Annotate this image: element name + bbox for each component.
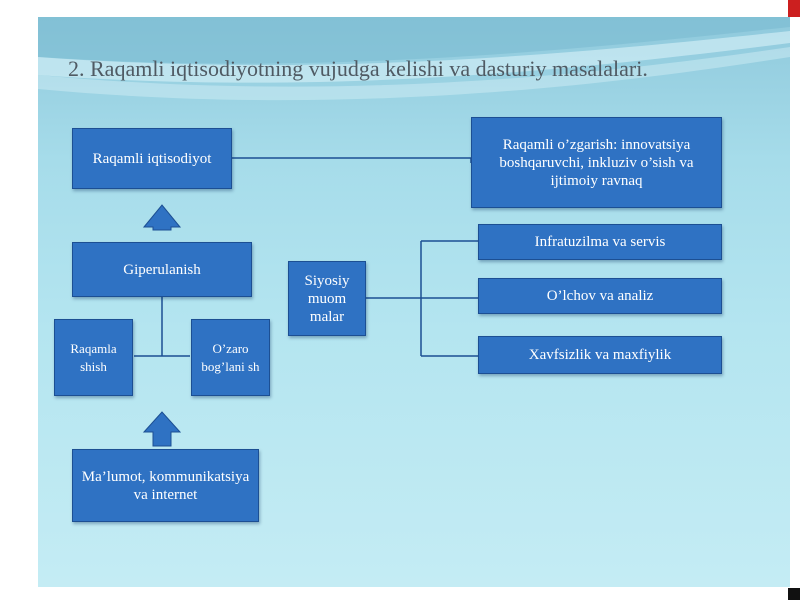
slide: 2. Raqamli iqtisodiyotning vujudga kelis…: [38, 17, 790, 587]
up-arrow-icon: [142, 411, 182, 447]
box-raqamli-ozgarish: Raqamli o’zgarish: innovatsiya boshqaruv…: [471, 117, 722, 208]
slide-title: 2. Raqamli iqtisodiyotning vujudga kelis…: [68, 56, 648, 81]
corner-accent-red: [788, 0, 800, 17]
box-malumot: Ma’lumot, kommunikatsiya va internet: [72, 449, 259, 522]
box-ozaro-boglanish: O’zaro bog’lani sh: [191, 319, 270, 396]
decorative-swoosh: [38, 17, 790, 101]
box-raqamli-iqtisodiyot: Raqamli iqtisodiyot: [72, 128, 232, 189]
box-olchov: O’lchov va analiz: [478, 278, 722, 314]
box-giperulanish: Giperulanish: [72, 242, 252, 297]
up-arrow-icon: [142, 204, 182, 231]
box-raqamlashish: Raqamla shish: [54, 319, 133, 396]
box-siyosiy: Siyosiy muom malar: [288, 261, 366, 336]
connector-lines: [134, 157, 478, 447]
box-infratuzilma: Infratuzilma va servis: [478, 224, 722, 260]
box-xavfsizlik: Xavfsizlik va maxfiylik: [478, 336, 722, 374]
corner-accent-dark: [788, 588, 800, 600]
